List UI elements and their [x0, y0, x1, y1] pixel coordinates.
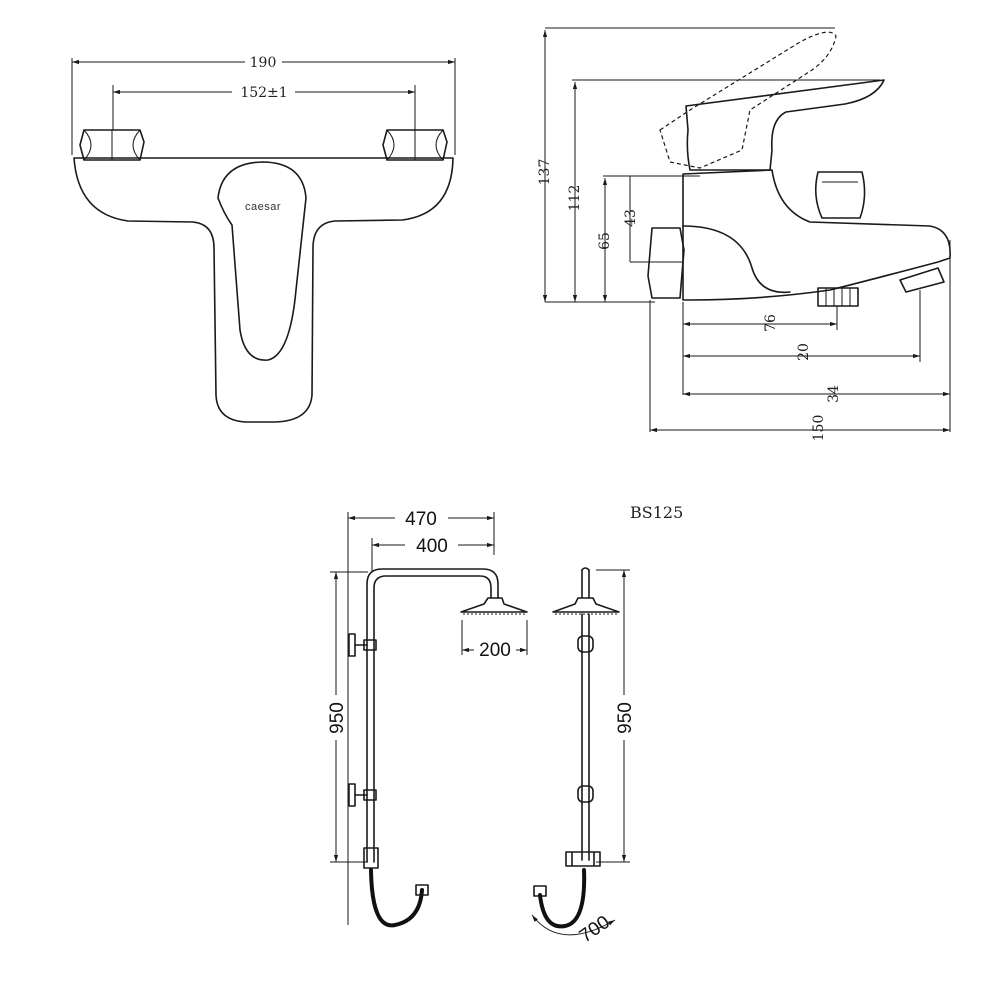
dim-43: 43	[623, 209, 639, 227]
riser-pipe-inner	[373, 575, 492, 863]
faucet-curve	[682, 225, 791, 294]
dim-950-right: 950	[615, 702, 636, 734]
shower-head	[460, 597, 528, 613]
dim-950-left: 950	[327, 702, 348, 734]
left-hex-nut	[79, 129, 145, 161]
right-hex-nut	[382, 129, 448, 161]
dim-700: 700	[576, 912, 614, 947]
dim-400: 400	[416, 536, 448, 557]
diverter-knob	[814, 171, 866, 219]
hose-outlet-thread	[817, 287, 859, 307]
model-code: BS125	[630, 503, 683, 522]
riser-pipe	[366, 568, 499, 863]
hand-shower-connector	[415, 884, 429, 896]
dim-150: 150	[811, 415, 827, 442]
shower-head-side	[552, 597, 620, 613]
mixer-body-outline	[73, 157, 454, 423]
shower-hose-side	[538, 868, 587, 929]
hand-shower-connector-side	[533, 885, 547, 897]
wall-hex-nut	[647, 227, 685, 299]
aerator	[899, 267, 945, 293]
shower-side-view: 950 700	[531, 567, 636, 947]
dim-76: 76	[763, 314, 779, 332]
side-view: 137 112 65 43	[537, 27, 951, 442]
lever-open-dashed	[659, 31, 837, 169]
dim-112: 112	[567, 185, 583, 212]
bracket-side-bottom	[577, 785, 594, 803]
bracket-side-top	[577, 635, 594, 653]
lever-handle	[217, 161, 307, 361]
shower-hose	[369, 868, 424, 928]
dim-20: 20	[796, 343, 812, 361]
front-view: 190 152±1 caesar	[71, 55, 456, 423]
wall-bracket-top	[348, 633, 377, 657]
dim-700-arc	[531, 914, 616, 936]
dim-137: 137	[537, 159, 553, 186]
riser-top	[581, 569, 590, 599]
dim-152: 152±1	[240, 85, 287, 101]
dim-470: 470	[405, 509, 437, 530]
dim-34: 34	[826, 385, 842, 403]
shower-front-view: 470 400 950	[327, 509, 528, 928]
faucet-body	[682, 169, 951, 301]
diverter-valve	[363, 847, 379, 869]
dim-200: 200	[479, 640, 511, 661]
brand-logo: caesar	[245, 201, 281, 213]
diverter-side	[565, 851, 601, 867]
wall-bracket-bottom	[348, 783, 377, 807]
lever-solid	[685, 79, 885, 171]
dim-65: 65	[597, 232, 613, 250]
dim-190: 190	[250, 55, 277, 71]
